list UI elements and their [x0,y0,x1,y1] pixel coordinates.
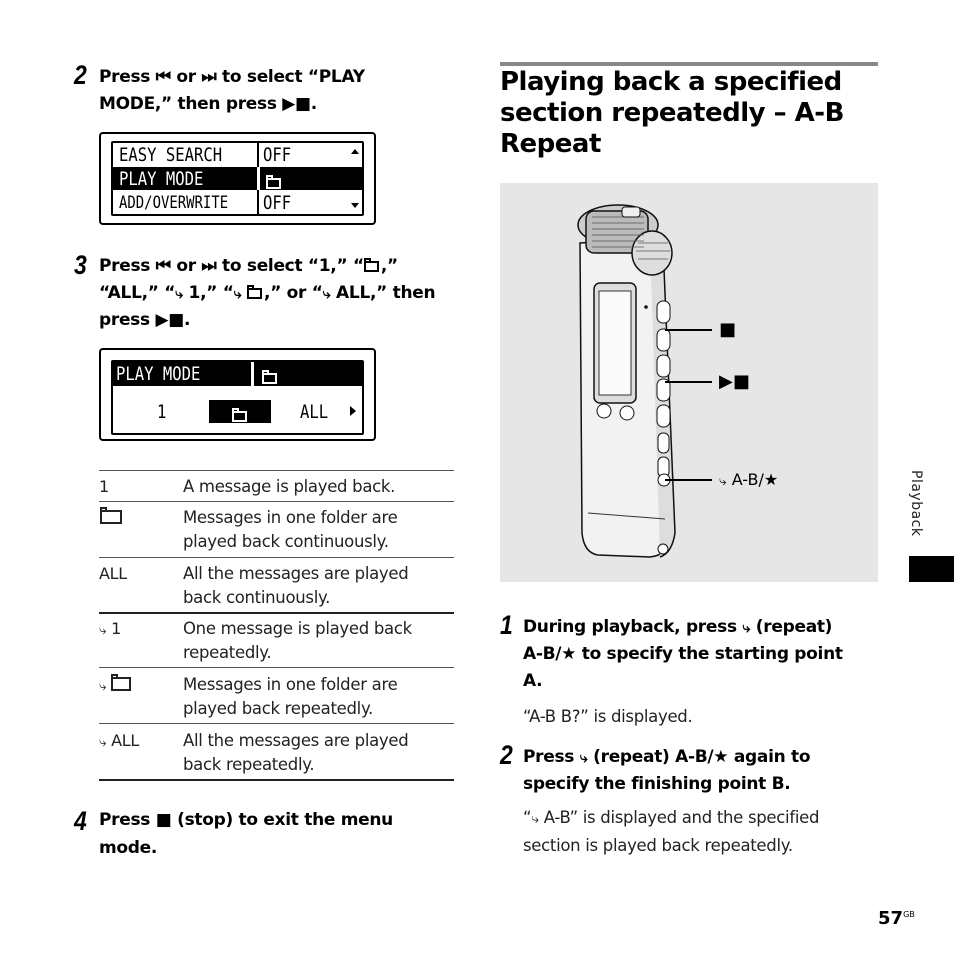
step-number: 1 [500,610,513,640]
play-stop-button-label: ▶■ [719,371,750,392]
lcd-row-label: PLAY MODE [119,168,204,190]
repeat-icon: ⤷ [175,286,183,302]
lcd-title: PLAY MODE [116,363,201,385]
lcd-highlight-row [113,167,362,190]
repeat-icon: ⤷ [322,286,331,302]
folder-icon [111,674,132,691]
heading-rule [500,62,878,66]
repeat-icon: ⤷ [719,473,727,489]
lcd-row-value: OFF [263,144,292,166]
lcd-option-all: ALL [300,401,329,423]
lcd-row-label: EASY SEARCH [119,144,223,166]
page-number: 57GB [878,908,915,929]
step-number: 2 [500,740,513,770]
repeat-icon: ⤷ [99,734,107,750]
repeat-icon: ⤷ [233,286,242,302]
lcd-row-label: ADD/OVERWRITE [119,193,229,213]
repeat-icon: ⤷ [579,750,588,766]
step-number: 3 [74,250,87,280]
voice-recorder-illustration [577,204,712,558]
lcd-option-1: 1 [157,401,167,423]
step-number: 2 [74,60,87,90]
folder-icon [363,258,379,272]
lcd-play-mode-display: PLAY MODE 1 ALL [99,348,376,441]
lcd-row-value: OFF [263,192,292,214]
side-tab-marker [909,556,954,582]
repeat-icon: ⤷ [742,620,751,636]
folder-icon [100,507,122,524]
folder-icon [232,408,247,422]
repeat-icon: ⤷ [531,811,539,827]
repeat-icon: ⤷ [99,622,107,638]
folder-icon [262,370,277,384]
step-number: 4 [74,806,87,836]
stop-button-label: ■ [719,319,737,340]
right-arrow-icon [350,406,356,416]
repeat-ab-button-label: ⤷ A-B/★ [719,470,779,489]
scroll-arrows-icon [351,149,359,208]
folder-icon [266,175,281,189]
side-tab-label: Playback [908,470,924,537]
folder-icon [247,285,263,299]
step-text-line1: Press ⏮ or ⏭ to select “PLAY [99,67,365,87]
step-text-line2: MODE,” then press ▶■. [99,94,317,114]
lcd-menu-display: EASY SEARCH OFF PLAY MODE ADD/OVERWRITE … [99,132,376,225]
recorder-figure: ■ ▶■ ⤷ A-B/★ [500,183,878,582]
repeat-icon: ⤷ [99,678,107,694]
